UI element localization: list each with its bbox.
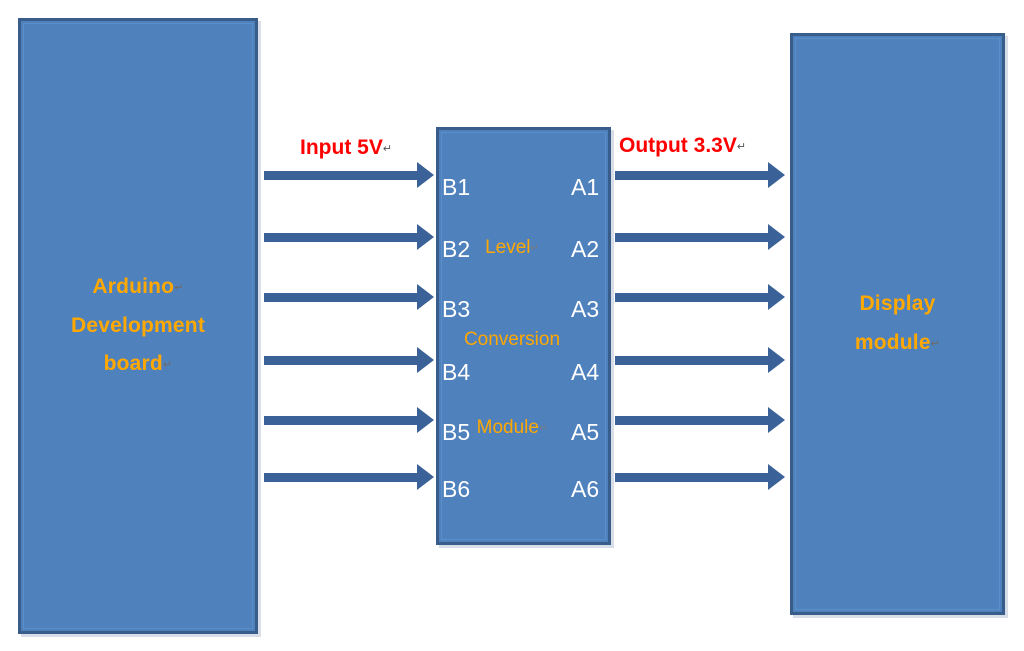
pilcrow-mark: ↵ xyxy=(162,359,173,372)
arduino-development-board-box[interactable]: Arduino↵ Development board↵ xyxy=(18,18,258,634)
pin-label-b3: B3 xyxy=(442,296,471,322)
board-caption-line-3: board↵ xyxy=(71,345,205,384)
pin-label-b2: B2 xyxy=(442,236,471,262)
pilcrow-mark: ↵ xyxy=(538,423,548,434)
display-caption-text-1: Display xyxy=(859,292,936,316)
arrow-head-icon xyxy=(768,162,785,188)
arrow-shaft xyxy=(615,356,769,365)
arrow-shaft xyxy=(264,416,418,425)
arrow-shaft xyxy=(615,233,769,242)
arrow-shaft xyxy=(615,473,769,482)
board-box-caption: Arduino↵ Development board↵ xyxy=(71,268,205,385)
board-caption-text-2: Development xyxy=(70,313,206,337)
input-arrow-5 xyxy=(264,407,434,433)
output-voltage-text: Output 3.3V xyxy=(619,134,737,157)
arrow-shaft xyxy=(615,293,769,302)
pin-label-b1: B1 xyxy=(442,174,471,200)
display-caption-line-2: module↵ xyxy=(855,324,940,363)
board-caption-text-3: board xyxy=(103,352,163,376)
arrow-head-icon xyxy=(417,347,434,373)
module-word-level: Level↵ xyxy=(0,237,1024,259)
input-arrow-3 xyxy=(264,284,434,310)
module-word-conversion: Conversion xyxy=(0,329,1024,351)
board-caption-line-1: Arduino↵ xyxy=(71,268,205,307)
output-arrow-4 xyxy=(615,347,785,373)
pin-label-a4: A4 xyxy=(571,359,600,385)
pin-label-b4: B4 xyxy=(442,359,471,385)
arrow-shaft xyxy=(264,233,418,242)
arrow-head-icon xyxy=(417,407,434,433)
module-word-module-text: Module xyxy=(476,417,539,438)
pin-label-a2: A2 xyxy=(571,236,600,262)
input-voltage-label: Input 5V↵ xyxy=(300,136,392,160)
module-word-level-text: Level xyxy=(485,237,531,258)
pilcrow-mark: ↵ xyxy=(530,243,539,254)
arrow-shaft xyxy=(264,473,418,482)
output-arrow-1 xyxy=(615,162,785,188)
module-word-conversion-text: Conversion xyxy=(463,329,561,350)
display-caption-line-1: Display xyxy=(855,285,940,324)
arrow-head-icon xyxy=(417,224,434,250)
input-arrow-1 xyxy=(264,162,434,188)
input-arrow-4 xyxy=(264,347,434,373)
pilcrow-mark: ↵ xyxy=(930,338,941,350)
arrow-head-icon xyxy=(768,284,785,310)
arrow-shaft xyxy=(264,171,418,180)
board-caption-text-1: Arduino xyxy=(92,274,175,298)
arrow-head-icon xyxy=(768,224,785,250)
pilcrow-mark: ↵ xyxy=(174,281,184,294)
arrow-head-icon xyxy=(768,347,785,373)
pilcrow-mark: ↵ xyxy=(382,143,393,155)
arrow-head-icon xyxy=(417,162,434,188)
pin-label-a5: A5 xyxy=(571,419,600,445)
pin-label-b6: B6 xyxy=(442,476,471,502)
arrow-head-icon xyxy=(417,464,434,490)
input-arrow-6 xyxy=(264,464,434,490)
board-caption-line-2: Development xyxy=(71,307,205,346)
display-box-caption: Display module↵ xyxy=(855,285,940,363)
pin-label-a6: A6 xyxy=(571,476,600,502)
output-arrow-2 xyxy=(615,224,785,250)
output-arrow-6 xyxy=(615,464,785,490)
arrow-head-icon xyxy=(417,284,434,310)
display-caption-text-2: module xyxy=(854,331,931,354)
arrow-shaft xyxy=(264,293,418,302)
pin-label-b5: B5 xyxy=(442,419,471,445)
output-arrow-5 xyxy=(615,407,785,433)
module-word-module: Module↵ xyxy=(0,417,1024,439)
arrow-shaft xyxy=(615,171,769,180)
input-arrow-2 xyxy=(264,224,434,250)
arrow-shaft xyxy=(264,356,418,365)
arrow-head-icon xyxy=(768,407,785,433)
arrow-head-icon xyxy=(768,464,785,490)
pin-label-a3: A3 xyxy=(571,296,600,322)
output-voltage-label: Output 3.3V↵ xyxy=(619,134,746,158)
input-voltage-text: Input 5V xyxy=(300,136,383,159)
arrow-shaft xyxy=(615,416,769,425)
pilcrow-mark: ↵ xyxy=(736,141,747,153)
pin-label-a1: A1 xyxy=(571,174,600,200)
output-arrow-3 xyxy=(615,284,785,310)
display-module-box[interactable]: Display module↵ xyxy=(790,33,1005,615)
